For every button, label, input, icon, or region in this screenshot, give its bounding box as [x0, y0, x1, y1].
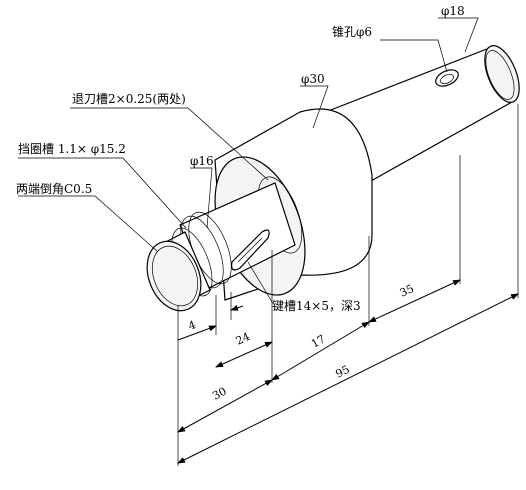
dia18-label: φ18: [441, 4, 465, 18]
dia30-label: φ30: [301, 72, 325, 86]
dim-17-label: 17: [309, 332, 328, 350]
chamfer-label: 两端倒角C0.5: [16, 182, 92, 196]
undercut-label: 退刀槽2×0.25(两处): [72, 92, 186, 106]
shaft-left-end: [146, 227, 213, 312]
dimension-lines: [177, 279, 519, 464]
keyway-label: 键槽14×5，深3: [272, 299, 361, 313]
cone-hole: [435, 69, 459, 87]
dim-30-label: 30: [210, 385, 228, 403]
cone-hole-label: 锥孔φ6: [332, 25, 372, 39]
dim-95-label: 95: [333, 363, 351, 381]
dim-24-label: 24: [234, 330, 252, 348]
dia16-label: φ16: [190, 154, 214, 168]
keyway: [231, 229, 270, 271]
dim-4-label: 4: [187, 318, 198, 333]
dim-35-label: 35: [398, 282, 416, 300]
retaining-groove-label: 挡圈槽 1.1× φ15.2: [18, 142, 126, 156]
leader-lines: [18, 17, 479, 303]
